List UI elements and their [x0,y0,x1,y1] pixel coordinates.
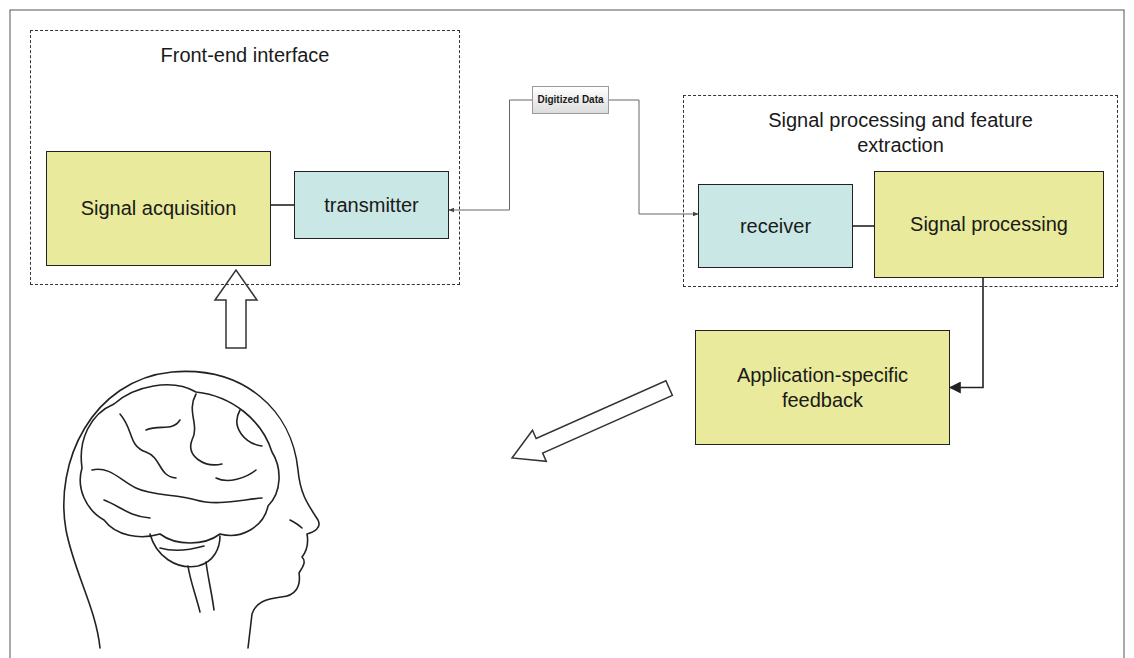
box-label: transmitter [324,193,418,218]
box-label: Application-specific feedback [696,363,949,413]
process-box: Signal acquisition [46,151,271,266]
box-label: receiver [740,214,811,239]
process-box: Application-specific feedback [695,330,950,445]
group-region: Front-end interfaceSignal acquisition tra… [30,30,460,285]
connector [950,278,983,388]
box-label: Digitized Data [537,94,603,106]
connector [449,100,532,210]
box-label: Signal processing [910,212,1068,237]
hollow-arrow [505,373,676,474]
process-box: receiver [698,184,853,268]
data-tag: Digitized Data [532,86,609,114]
process-box: Signal processing [874,171,1104,278]
connector [609,100,698,214]
group-heading: Front-end interface [45,43,445,68]
group-region: Signal processing and feature extraction… [683,95,1118,287]
hollow-arrow [215,270,257,348]
head-illustration [64,371,319,648]
connector [271,204,294,206]
connector [853,225,874,227]
box-label: Signal acquisition [81,196,237,221]
outer-frame [10,10,1124,658]
group-heading: Signal processing and feature extraction [751,108,1051,158]
process-box: transmitter [294,171,449,239]
